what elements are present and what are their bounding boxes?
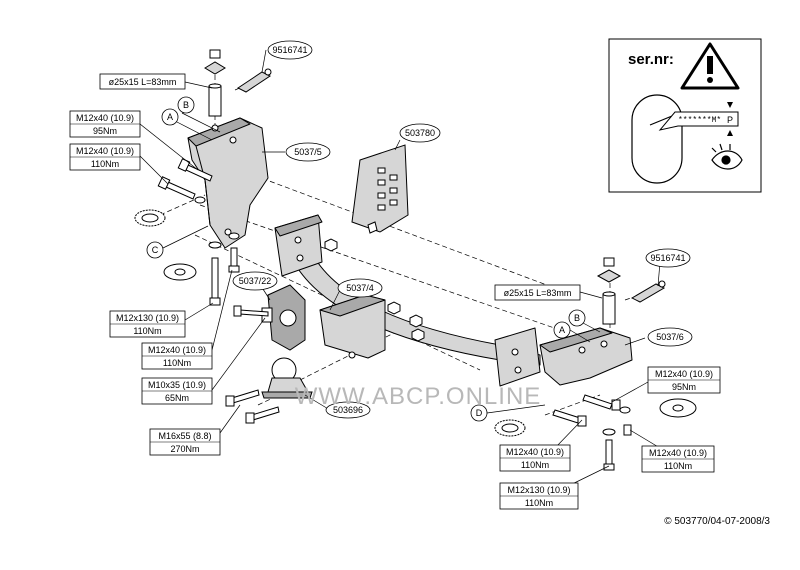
letter-text: B <box>574 313 580 323</box>
spec-box-m12x40-110-right-b: M12x40 (10.9) 110Nm <box>641 445 715 473</box>
left-top-bolt-stack <box>204 49 226 117</box>
spec-line1: M10x35 (10.9) <box>148 380 206 390</box>
spec-line1: ø25x15 L=83mm <box>504 288 572 298</box>
spec-line2: 95Nm <box>93 126 117 136</box>
spec-line2: 110Nm <box>664 461 692 471</box>
leader-lines <box>139 49 661 491</box>
letter-marker-b-right: B <box>568 309 586 327</box>
left-side-bolts <box>157 158 213 204</box>
spec-line1: M16x55 (8.8) <box>158 431 211 441</box>
spec-box-m12x130-left: M12x130 (10.9) 110Nm <box>109 310 186 338</box>
letter-text: A <box>559 325 565 335</box>
spec-line1: M12x130 (10.9) <box>116 313 179 323</box>
callout-9516741-left: 9516741 <box>267 40 313 60</box>
letter-text: D <box>476 408 483 418</box>
spec-box-m10x35: M10x35 (10.9) 65Nm <box>141 377 213 405</box>
spec-line1: M12x40 (10.9) <box>506 447 564 457</box>
copyright-text: © 503770/04-07-2008/3 <box>664 516 770 527</box>
warning-icon <box>680 42 740 90</box>
letter-text: A <box>167 112 173 122</box>
right-top-bolt-stack <box>596 257 622 325</box>
eye-icon <box>711 143 743 170</box>
spec-box-m16x55: M16x55 (8.8) 270Nm <box>149 428 221 456</box>
right-side-bolts <box>552 394 697 471</box>
spec-box-d25-right: ø25x15 L=83mm <box>494 284 581 301</box>
spec-box-m12x40-110-right-a: M12x40 (10.9) 110Nm <box>499 444 571 472</box>
right-serrated-washer <box>494 419 526 437</box>
watermark-text: WWW.ABCP.ONLINE <box>295 383 542 410</box>
letter-text: C <box>152 245 159 255</box>
spec-line2: 110Nm <box>525 498 553 508</box>
callout-text: 503780 <box>405 128 435 138</box>
callout-503780: 503780 <box>399 123 441 143</box>
crossbar-nuts <box>324 238 425 342</box>
spec-line2: 65Nm <box>165 393 189 403</box>
spec-box-m12x130-right: M12x130 (10.9) 110Nm <box>499 482 579 510</box>
spec-line1: M12x40 (10.9) <box>76 113 134 123</box>
callout-9516741-right: 9516741 <box>645 248 691 268</box>
tow-bar-outline-icon <box>631 94 683 184</box>
left-vertical-bolts <box>163 232 240 306</box>
spec-box-m12x40-110-left: M12x40 (10.9) 110Nm <box>69 143 141 171</box>
mounting-plate <box>351 144 409 234</box>
spec-line2: 110Nm <box>521 460 549 470</box>
spec-line2: 110Nm <box>91 159 119 169</box>
letter-marker-a-right: A <box>553 321 571 339</box>
spec-line1: M12x40 (10.9) <box>148 345 206 355</box>
plate-text: *******M* <box>678 116 721 125</box>
letter-marker-d-right: D <box>470 404 488 422</box>
spec-line1: M12x40 (10.9) <box>655 369 713 379</box>
callout-text: 5037/6 <box>656 332 684 342</box>
spec-box-m12x40-110-mid: M12x40 (10.9) 110Nm <box>141 342 213 370</box>
callout-text: 5037/5 <box>294 147 322 157</box>
callout-text: 9516741 <box>650 253 685 263</box>
left-bracket <box>187 117 269 249</box>
right-ubolt-clip <box>630 280 666 303</box>
callout-5037-4: 5037/4 <box>337 278 383 298</box>
callout-5037-6: 5037/6 <box>647 327 693 347</box>
spec-line1: M12x40 (10.9) <box>649 448 707 458</box>
callout-text: 503696 <box>333 405 363 415</box>
serial-number-panel: ser.nr: *******M* P <box>608 38 762 193</box>
spec-line1: ø25x15 L=83mm <box>109 77 177 87</box>
callout-ball-part: 503696 <box>325 401 371 419</box>
tow-ball <box>261 357 313 399</box>
letter-marker-c-left: C <box>146 241 164 259</box>
spec-line2: 110Nm <box>163 358 191 368</box>
spec-box-d25-left: ø25x15 L=83mm <box>99 73 186 90</box>
callout-5037-5: 5037/5 <box>285 142 331 162</box>
spec-line2: 95Nm <box>672 382 696 392</box>
spec-line2: 270Nm <box>170 444 199 454</box>
left-serrated-washer <box>134 209 166 227</box>
letter-marker-a-left: A <box>161 108 179 126</box>
serial-plate: *******M* P <box>658 102 739 136</box>
socket-bracket <box>261 284 306 351</box>
spec-line2: 110Nm <box>133 326 161 336</box>
crossbar <box>274 214 541 387</box>
callout-text: 9516741 <box>272 45 307 55</box>
letter-text: B <box>183 100 189 110</box>
plate-suffix: P <box>727 115 733 125</box>
letter-marker-b-left: B <box>177 96 195 114</box>
serial-panel-title: ser.nr: <box>628 51 674 68</box>
callout-text: 5037/4 <box>346 283 374 293</box>
spec-line1: M12x130 (10.9) <box>507 485 570 495</box>
right-bracket <box>539 327 633 386</box>
left-ubolt-clip <box>237 68 272 93</box>
spec-line1: M12x40 (10.9) <box>76 146 134 156</box>
spec-box-m12x40-95-left: M12x40 (10.9) 95Nm <box>69 110 141 138</box>
callout-text: 5037/22 <box>239 276 272 286</box>
spec-box-m12x40-95-right: M12x40 (10.9) 95Nm <box>647 366 721 394</box>
ball-bolts <box>225 305 280 424</box>
callout-5037-22: 5037/22 <box>232 271 278 291</box>
